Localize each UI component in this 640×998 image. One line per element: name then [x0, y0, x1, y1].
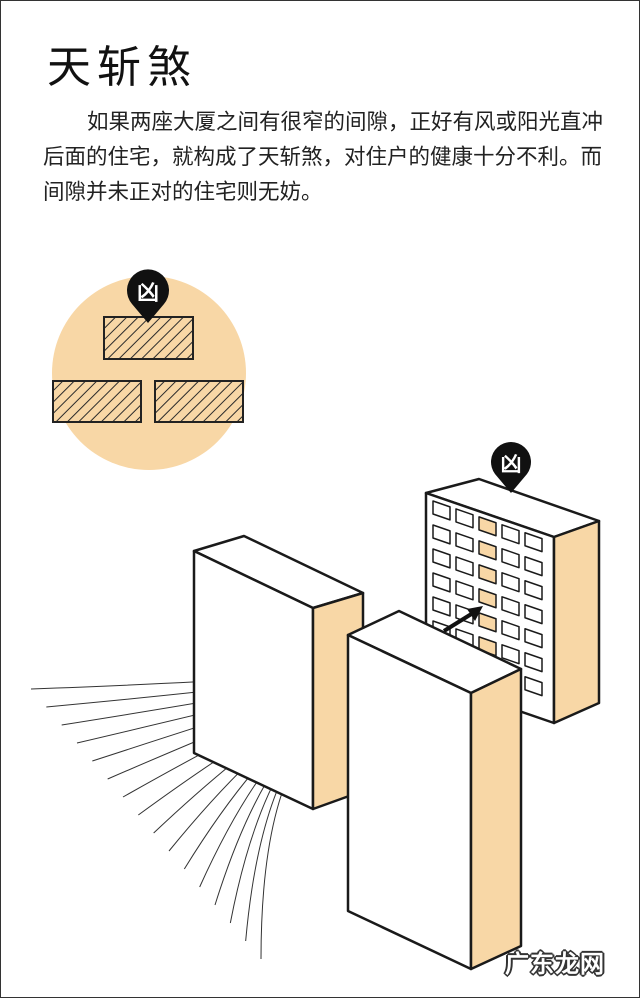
window — [524, 579, 543, 601]
window — [478, 564, 497, 585]
paragraph: 如果两座大厦之间有很窄的间隙，正好有风或阳光直冲后面的住宅，就构成了天斩煞，对住… — [43, 110, 604, 205]
window — [455, 556, 474, 577]
window — [501, 620, 520, 641]
arrow-icon — [442, 606, 483, 633]
window — [478, 588, 497, 609]
window — [432, 500, 451, 521]
window — [524, 603, 543, 625]
window — [524, 675, 543, 697]
window — [478, 612, 497, 633]
window — [524, 627, 543, 649]
window — [501, 548, 520, 569]
page-title: 天斩煞 — [47, 42, 197, 93]
window — [455, 508, 474, 529]
window — [478, 540, 497, 561]
window — [524, 555, 543, 577]
window — [455, 580, 474, 601]
window — [501, 644, 520, 665]
window — [478, 516, 497, 537]
window — [501, 572, 520, 593]
svg-text:凶: 凶 — [501, 452, 522, 476]
window — [501, 596, 520, 617]
window — [432, 548, 451, 569]
plan-rear-building — [103, 316, 194, 360]
window — [432, 572, 451, 593]
svg-text:凶: 凶 — [137, 281, 159, 306]
danger-pin-icon: 凶 — [491, 441, 531, 493]
plan-diagram: 凶 — [52, 269, 246, 470]
watermark: 广东龙网 — [505, 950, 605, 978]
window — [455, 532, 474, 553]
window — [432, 596, 451, 617]
plan-left-building — [52, 380, 142, 423]
window — [524, 651, 543, 673]
danger-pin-icon: 凶 — [127, 269, 169, 323]
window — [524, 531, 543, 553]
body-text: 如果两座大厦之间有很窄的间隙，正好有风或阳光直冲后面的住宅，就构成了天斩煞，对住… — [43, 105, 603, 210]
window — [432, 524, 451, 545]
window — [501, 524, 520, 545]
plan-right-building — [154, 380, 244, 423]
left-building — [192, 534, 365, 811]
front-building — [346, 609, 523, 971]
